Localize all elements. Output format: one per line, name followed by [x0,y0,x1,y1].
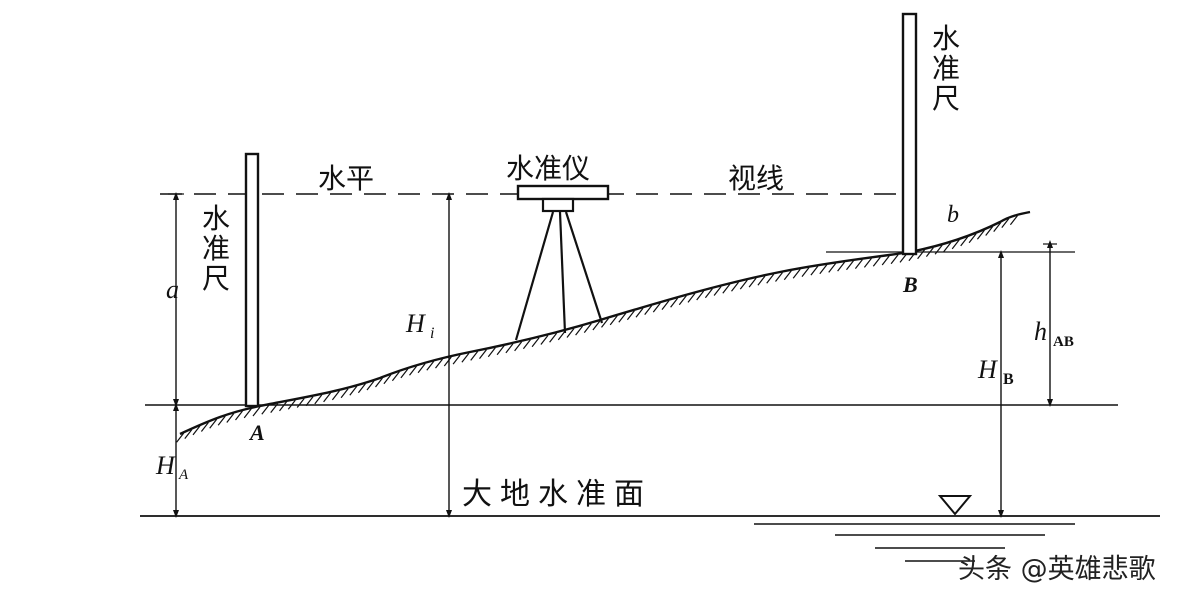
label-a: a [166,275,179,304]
sight-line-label-left: 水平 [318,162,374,195]
label-Hi-sub: i [430,325,434,342]
tripod-leg-middle [558,211,567,334]
rod-left-label: 水 准 尺 [202,202,230,295]
rod-right-char-3: 尺 [932,82,960,115]
label-HB-main: H [977,355,998,384]
label-HA-sub: A [178,467,189,483]
label-hAB: h AB [1034,317,1074,350]
tripod-leg-right [564,211,604,324]
water-triangle-icon [937,495,973,516]
geoid-label: 大地水准面 [462,477,652,512]
rod-right-char-1: 水 [932,22,960,55]
rod-left-char-1: 水 [202,202,230,235]
sight-line-label-right: 视线 [728,162,784,195]
label-hAB-sub: AB [1053,334,1074,350]
point-B-label: B [902,272,918,297]
label-HB: H B [977,355,1014,388]
watermark-text: 头条 @英雄悲歌 [958,554,1156,585]
label-Hi: H i [405,309,434,342]
tripod-leg-left [514,211,555,341]
rod-left-char-2: 准 [202,232,230,265]
rod-left-char-3: 尺 [202,262,230,295]
label-hAB-main: h [1034,317,1047,346]
ground-hatching [176,215,1018,443]
instrument-head [541,197,575,213]
instrument-label: 水准仪 [506,152,590,185]
leveling-rod-left [244,152,260,408]
water-level-symbol [754,495,1075,562]
label-b: b [947,202,959,228]
telescope [516,184,610,201]
point-A-label: A [248,420,265,445]
leveling-rod-right [901,12,918,256]
level-instrument [514,184,610,341]
label-HA: H A [155,451,189,483]
label-Hi-main: H [405,309,426,338]
rod-right-char-2: 准 [932,52,960,85]
label-HB-sub: B [1003,371,1014,388]
label-HA-main: H [155,451,176,480]
rod-right-label: 水 准 尺 [932,22,960,115]
